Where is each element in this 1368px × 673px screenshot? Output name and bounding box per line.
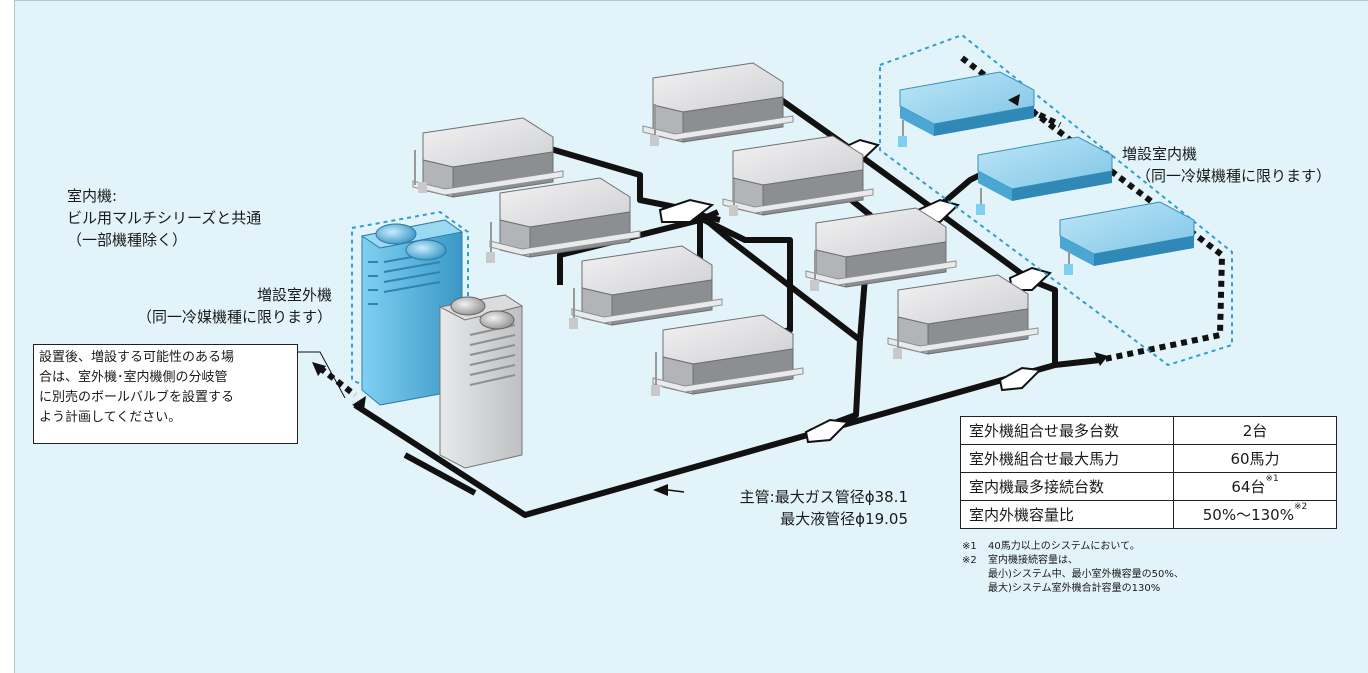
additional-outdoor-label-line: （同一冷媒機種に限ります）	[136, 308, 332, 326]
additional-outdoor-label-line: 増設室外機	[256, 286, 332, 304]
indoor-unit	[412, 117, 564, 198]
spec-value-cell: 60馬力	[1173, 444, 1337, 473]
table-row: 室内外機容量比 50%〜130%※2	[960, 500, 1337, 529]
spec-value-cell: 64台※1	[1173, 472, 1337, 501]
indoor-unit	[651, 314, 804, 396]
table-row: 室内機最多接続台数 64台※1	[960, 472, 1337, 501]
spec-value: 64台	[1231, 478, 1266, 496]
spec-label: 室外機組合せ最多台数	[960, 416, 1174, 445]
indoor-unit	[722, 135, 874, 216]
table-row: 室外機組合せ最多台数 2台	[960, 416, 1337, 445]
pipe-arrow	[352, 396, 366, 410]
footnote-mark: ※1	[962, 541, 977, 552]
additional-outdoor-label: 増設室外機 （同一冷媒機種に限ります）	[110, 284, 332, 328]
spec-value-cell: 50%〜130%※2	[1173, 500, 1337, 529]
spec-table: 室外機組合せ最多台数 2台 室外機組合せ最大馬力 60馬力 室内機最多接続台数 …	[960, 416, 1337, 529]
indoor-unit-label-line: （一部機種除く）	[67, 231, 188, 249]
spec-value-cell: 2台	[1173, 416, 1337, 445]
indoor-unit	[642, 62, 794, 146]
note-line: に別売のボールバルブを設置する	[39, 390, 235, 405]
spec-value: 50%〜130%	[1202, 506, 1294, 524]
pipe-arrow	[312, 362, 326, 376]
pipe-arrow	[1008, 94, 1020, 106]
additional-indoor-unit	[976, 136, 1113, 215]
main-pipe-label-line: 主管:最大ガス管径ϕ38.1	[739, 488, 908, 506]
spec-value: 60馬力	[1230, 450, 1280, 468]
note-line: よう計画してください。	[39, 410, 182, 425]
footnote-text: 40馬力以上のシステムにおいて。	[988, 541, 1140, 552]
footnote-mark: ※2	[962, 555, 977, 566]
note-line: 合は、室外機･室内機側の分岐管	[39, 370, 228, 385]
additional-indoor-label-line: （同一冷媒機種に限ります）	[1136, 167, 1332, 185]
indoor-unit-label-line: 室内機:	[67, 187, 118, 205]
installation-note: 設置後、増設する可能性のある場 合は、室外機･室内機側の分岐管 に別売のボールバ…	[33, 344, 298, 444]
indoor-unit	[805, 207, 957, 291]
spec-value: 2台	[1242, 422, 1268, 440]
footnote-text: 最小)システム中、最小室外機容量の50%、	[988, 569, 1184, 580]
spec-footnote-ref: ※1	[1265, 474, 1279, 484]
footnotes: ※1 40馬力以上のシステムにおいて。 ※2 室内機接続容量は、 最小)システム…	[962, 540, 1184, 596]
footnote-1: ※1 40馬力以上のシステムにおいて。	[962, 540, 1184, 554]
outdoor-unit-blue	[360, 219, 464, 406]
additional-indoor-label: 増設室内機 （同一冷媒機種に限ります）	[1122, 143, 1331, 187]
pipe-arrow	[1094, 352, 1108, 366]
indoor-unit-label: 室内機: ビル用マルチシリーズと共通 （一部機種除く）	[67, 185, 261, 251]
note-line: 設置後、増設する可能性のある場	[39, 350, 235, 365]
footnote-2: ※2 室内機接続容量は、	[962, 554, 1184, 568]
spec-label: 室内機最多接続台数	[960, 472, 1174, 501]
footnote-text: 最大)システム室外機合計容量の130%	[988, 583, 1161, 594]
additional-indoor-unit	[1059, 201, 1195, 275]
main-pipe-arrow	[653, 484, 668, 496]
additional-indoor-label-line: 増設室内機	[1122, 145, 1198, 163]
main-pipe-label: 主管:最大ガス管径ϕ38.1 最大液管径ϕ19.05	[690, 486, 908, 530]
indoor-unit	[887, 274, 1039, 359]
main-pipe-label-line: 最大液管径ϕ19.05	[780, 510, 908, 528]
indoor-unit	[486, 177, 641, 263]
spec-label: 室内外機容量比	[960, 500, 1174, 529]
indoor-unit	[569, 245, 723, 329]
outdoor-unit-gray	[438, 294, 524, 469]
additional-indoor-unit	[898, 71, 1035, 147]
table-row: 室外機組合せ最大馬力 60馬力	[960, 444, 1337, 473]
footnote-text: 室内機接続容量は、	[988, 555, 1078, 566]
spec-label: 室外機組合せ最大馬力	[960, 444, 1174, 473]
indoor-unit-label-line: ビル用マルチシリーズと共通	[67, 209, 262, 227]
spec-footnote-ref: ※2	[1293, 502, 1308, 512]
